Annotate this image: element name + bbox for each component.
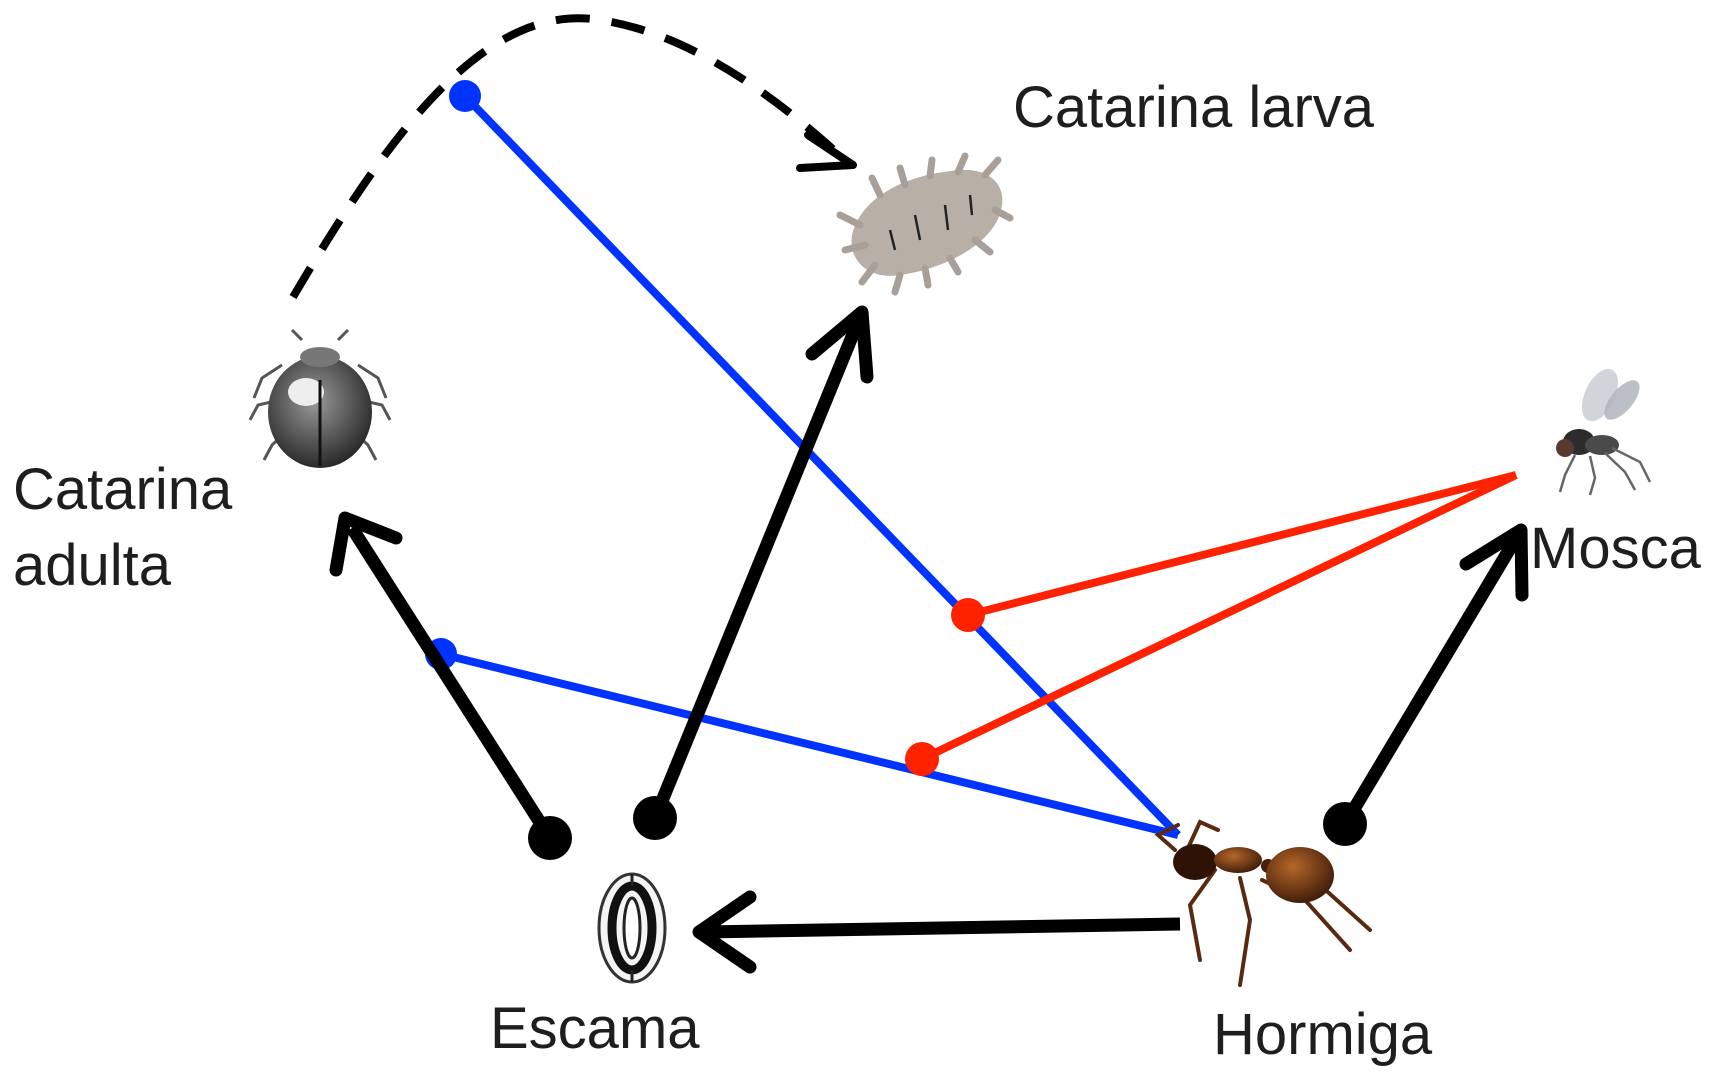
label-hormiga: Hormiga: [1213, 1002, 1432, 1068]
ladybug-larva-icon: [840, 156, 1010, 292]
label-catarina-adulta-line2: adulta: [13, 533, 171, 599]
label-catarina-adulta-line1: Catarina: [13, 457, 232, 523]
label-escama: Escama: [490, 996, 700, 1062]
scale-insect-icon: [599, 874, 665, 982]
label-catarina-larva: Catarina larva: [1013, 75, 1374, 141]
blue-link-larva-ant: [449, 80, 1178, 835]
red-links-fly: [905, 475, 1516, 776]
fly-icon: [1556, 363, 1650, 495]
ladybug-adult-icon: [250, 330, 390, 468]
label-mosca: Mosca: [1530, 516, 1701, 582]
arrow-ant-to-fly: [1323, 530, 1522, 846]
dashed-arrow-adult-to-larva: [293, 18, 853, 297]
arrow-ant-to-scale: [699, 897, 1180, 967]
ant-icon: [1158, 822, 1370, 985]
arrow-scale-to-adult: [336, 518, 572, 860]
blue-link-adult-ant: [425, 638, 1178, 835]
